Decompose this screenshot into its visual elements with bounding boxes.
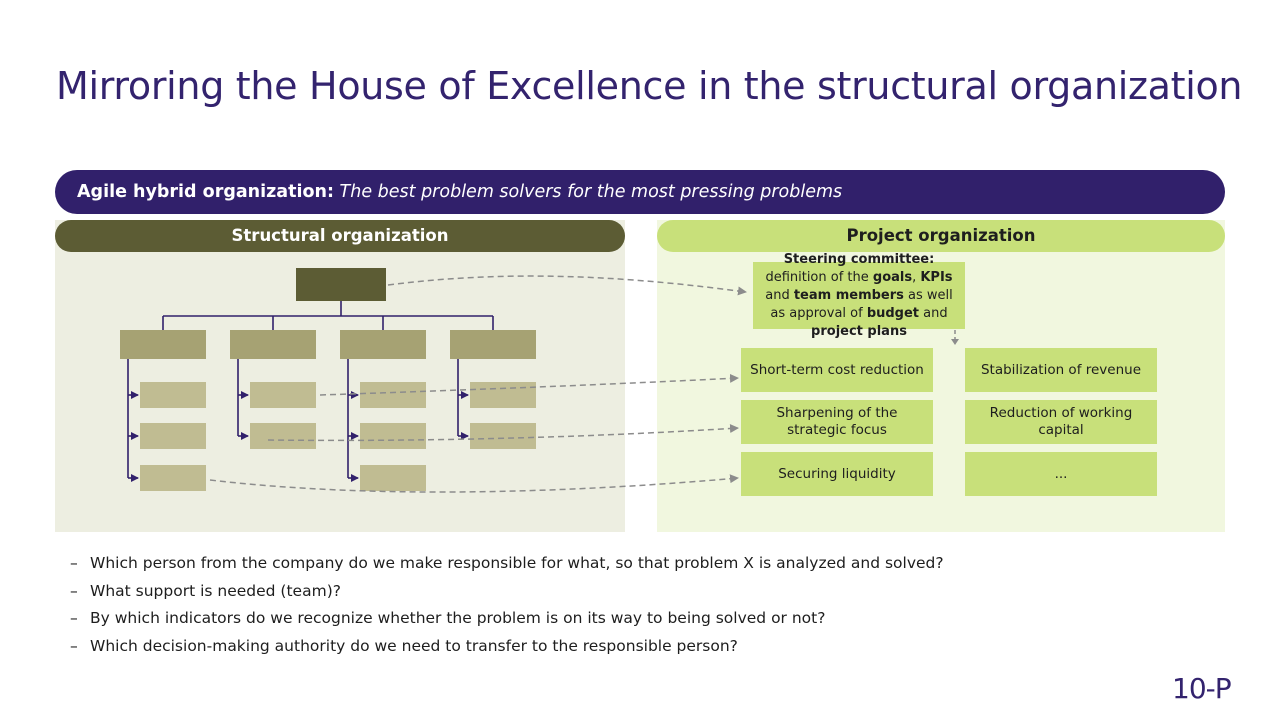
steering-committee-text: Steering committee: definition of the go… — [765, 251, 953, 339]
structural-organization-panel: Structural organization — [55, 220, 625, 532]
question-item: –By which indicators do we recognize whe… — [70, 609, 826, 628]
question-item: –Which person from the company do we mak… — [70, 554, 944, 572]
question-item: –Which decision-making authority do we n… — [70, 637, 738, 656]
project-box-more: ... — [965, 452, 1157, 496]
steering-down-arrow — [951, 330, 959, 345]
org-chart-unit-box — [470, 382, 536, 408]
org-chart-unit-box — [250, 382, 316, 408]
page-title: Mirroring the House of Excellence in the… — [56, 64, 1243, 108]
steering-committee-box: Steering committee: definition of the go… — [753, 252, 965, 339]
agile-hybrid-banner: Agile hybrid organization: The best prob… — [55, 170, 1225, 214]
structural-organization-heading: Structural organization — [55, 220, 625, 252]
org-chart-head-box — [296, 268, 386, 301]
question-list: –Which person from the company do we mak… — [70, 551, 944, 662]
project-box-reduction-working-capital: Reduction of working capital — [965, 400, 1157, 444]
project-organization-panel: Project organization Steering committee:… — [657, 220, 1225, 532]
project-box-securing-liquidity: Securing liquidity — [741, 452, 933, 496]
org-chart-unit-box — [360, 423, 426, 449]
org-chart-unit-box — [250, 423, 316, 449]
project-organization-heading: Project organization — [657, 220, 1225, 252]
org-chart-department-box — [230, 330, 316, 359]
org-chart-department-box — [450, 330, 536, 359]
org-chart-unit-box — [360, 465, 426, 491]
banner-italic-text: The best problem solvers for the most pr… — [339, 182, 843, 202]
org-chart-unit-box — [140, 382, 206, 408]
question-item: –What support is needed (team)? — [70, 581, 341, 600]
project-box-sharpening-strategic-focus: Sharpening of the strategic focus — [741, 400, 933, 444]
org-chart-unit-box — [140, 423, 206, 449]
project-box-short-term-cost-reduction: Short-term cost reduction — [741, 348, 933, 392]
company-logo: 10-P — [1172, 672, 1232, 705]
banner-bold-text: Agile hybrid organization: — [77, 182, 334, 202]
org-chart-unit-box — [360, 382, 426, 408]
project-box-stabilization-of-revenue: Stabilization of revenue — [965, 348, 1157, 392]
org-chart-unit-box — [140, 465, 206, 491]
org-chart-department-box — [340, 330, 426, 359]
org-chart-department-box — [120, 330, 206, 359]
org-chart-unit-box — [470, 423, 536, 449]
